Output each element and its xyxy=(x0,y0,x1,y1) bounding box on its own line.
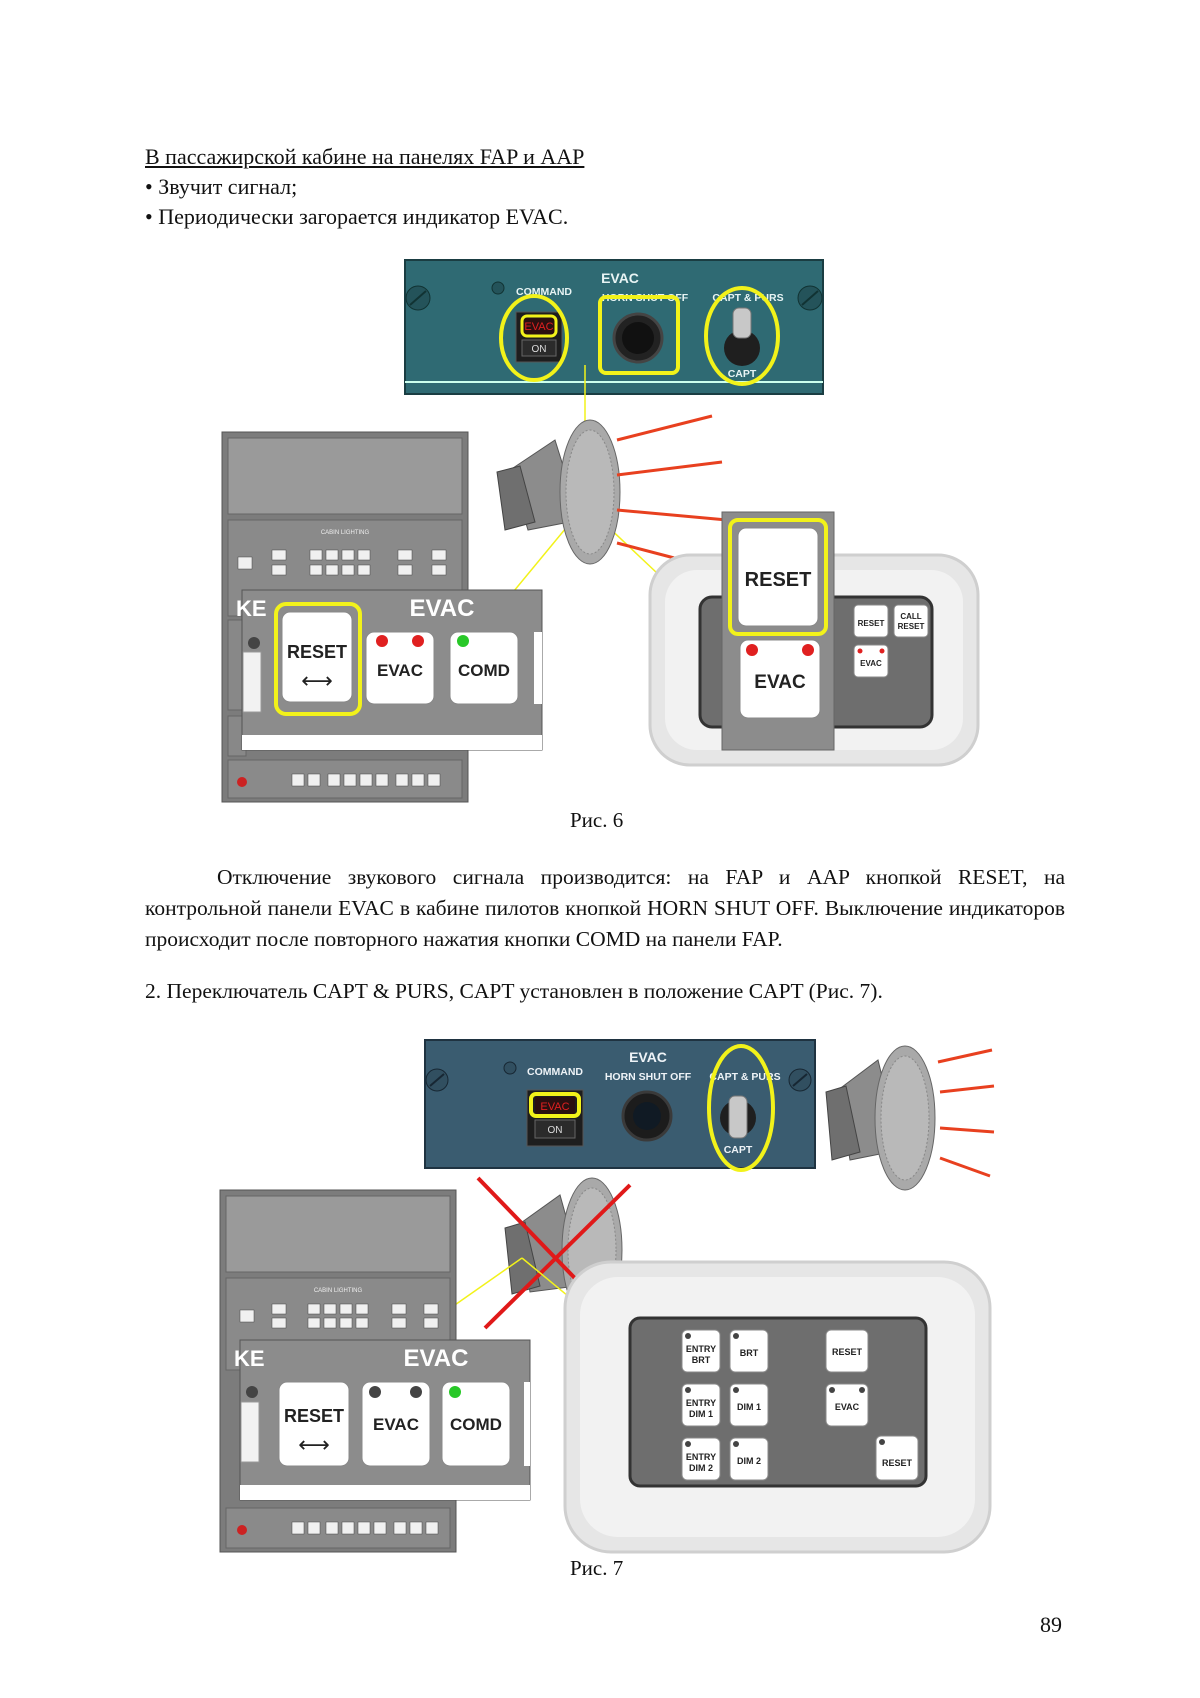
comd-button[interactable]: COMD xyxy=(442,1382,510,1466)
capt-label: CAPT xyxy=(724,1144,753,1156)
reset-bottom-label: RESET xyxy=(882,1458,913,1468)
dim1-button[interactable]: DIM 1 xyxy=(730,1384,768,1426)
aap-panel: ENTRY BRT BRT RESET ENTRY DIM 1 DIM 1 EV… xyxy=(565,1262,990,1552)
on-label: ON xyxy=(548,1125,563,1136)
sound-wave-lines xyxy=(938,1050,994,1176)
panel-title: EVAC xyxy=(404,1345,469,1372)
reset-arrow-icon: ⟷ xyxy=(298,1432,330,1457)
entry-dim2-label: DIM 2 xyxy=(689,1463,713,1473)
fap-evac-zoom-panel: KE EVAC RESET ⟷ EVAC COMD xyxy=(234,1340,530,1500)
entry-brt-label: ENTRY xyxy=(686,1344,716,1354)
dim2-button[interactable]: DIM 2 xyxy=(730,1438,768,1480)
cockpit-evac-panel: EVAC COMMAND HORN SHUT OFF CAPT & PURS E… xyxy=(425,1040,815,1170)
dim1-label: DIM 1 xyxy=(737,1402,761,1412)
reset-top-label: RESET xyxy=(832,1347,863,1357)
horn-speaker-icon xyxy=(826,1046,935,1190)
entry-dim2-label: ENTRY xyxy=(686,1452,716,1462)
figure-7: EVAC COMMAND HORN SHUT OFF CAPT & PURS E… xyxy=(0,0,1200,1570)
screw-icon xyxy=(504,1062,516,1074)
panel-prefix: KE xyxy=(234,1346,265,1371)
reset-top-button[interactable]: RESET xyxy=(826,1330,868,1372)
evac-button[interactable]: EVAC xyxy=(362,1382,430,1466)
brt-label: BRT xyxy=(740,1348,759,1358)
entry-brt-button[interactable]: ENTRY BRT xyxy=(682,1330,720,1372)
horn-shut-off-label: HORN SHUT OFF xyxy=(605,1071,692,1083)
evac-indicator: EVAC xyxy=(540,1101,569,1113)
brt-button[interactable]: BRT xyxy=(730,1330,768,1372)
reset-bottom-button[interactable]: RESET xyxy=(876,1436,918,1480)
horn-shut-off-button[interactable] xyxy=(623,1092,671,1140)
screw-icon xyxy=(426,1069,448,1091)
entry-dim1-button[interactable]: ENTRY DIM 1 xyxy=(682,1384,720,1426)
entry-dim1-label: DIM 1 xyxy=(689,1409,713,1419)
comd-label: COMD xyxy=(450,1415,502,1434)
cabin-lighting-label: CABIN LIGHTING xyxy=(314,1288,363,1294)
page-number: 89 xyxy=(1040,1612,1062,1638)
screw-icon xyxy=(789,1069,811,1091)
evac-button[interactable]: EVAC xyxy=(826,1384,868,1426)
evac-label: EVAC xyxy=(373,1415,419,1434)
evac-label: EVAC xyxy=(835,1402,860,1412)
reset-label: RESET xyxy=(284,1406,344,1426)
entry-dim1-label: ENTRY xyxy=(686,1398,716,1408)
figure-caption: Рис. 7 xyxy=(570,1556,623,1581)
command-label: COMMAND xyxy=(527,1066,583,1078)
panel-title: EVAC xyxy=(629,1049,667,1065)
dim2-label: DIM 2 xyxy=(737,1456,761,1466)
entry-brt-label: BRT xyxy=(692,1355,711,1365)
reset-button[interactable]: RESET ⟷ xyxy=(279,1382,349,1466)
entry-dim2-button[interactable]: ENTRY DIM 2 xyxy=(682,1438,720,1480)
